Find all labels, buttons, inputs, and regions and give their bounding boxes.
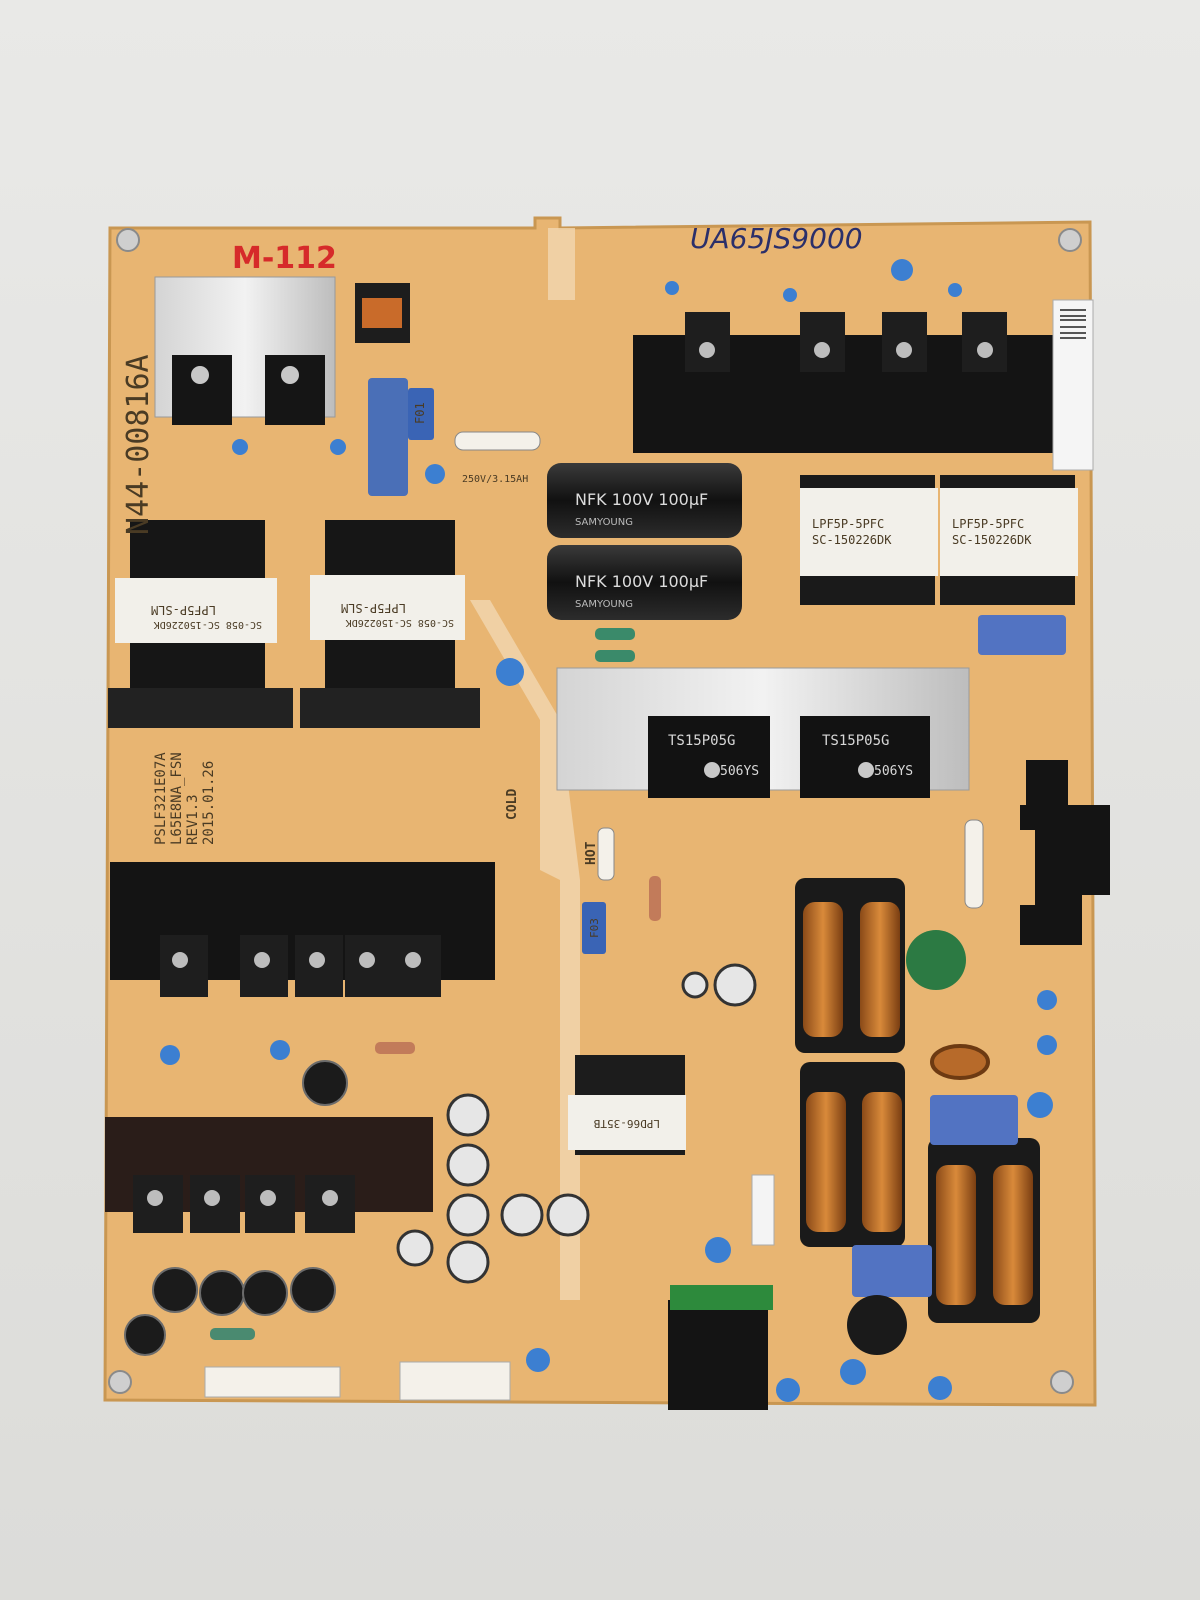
pfc-2-line1: LPF5P-5PFC <box>952 517 1024 531</box>
bridge-1-code: 506YS <box>720 764 759 779</box>
barcode <box>1060 309 1086 339</box>
connector-daughterboard <box>670 1285 773 1310</box>
x-capacitor-4 <box>852 1245 932 1297</box>
standby-transformer: LPD66-35TB <box>568 1055 686 1155</box>
pfc-1-line2: SC-150226DK <box>812 533 892 547</box>
capacitor-1-brand: SAMYOUNG <box>575 517 633 528</box>
common-mode-choke-1 <box>795 878 905 1053</box>
bridge-rectifier-1: TS15P05G 506YS <box>648 716 770 798</box>
common-mode-choke-3 <box>928 1138 1040 1323</box>
y-capacitors <box>160 259 1057 1402</box>
capacitor-2-brand: SAMYOUNG <box>575 599 633 610</box>
pfc-1-line1: LPF5P-5PFC <box>812 517 884 531</box>
handwritten-red-marking: M-112 <box>232 241 337 276</box>
capacitor-2-label: NFK 100V 100µF <box>575 572 708 591</box>
common-mode-choke-2 <box>800 1062 905 1247</box>
board-part-number: N44-00816A <box>121 354 156 535</box>
llc-2-line2: SC-058 SC-150226DK <box>346 617 454 628</box>
fuse-rating-label: 250V/3.15AH <box>462 474 528 485</box>
output-connector-3 <box>668 1300 768 1410</box>
varistor <box>906 930 966 990</box>
bridge-1-model: TS15P05G <box>668 733 735 749</box>
llc-1-line1: LPF5P-SLM <box>151 603 216 617</box>
standby-transformer-label: LPD66-35TB <box>593 1117 660 1130</box>
fuse-f03-holder <box>582 902 606 954</box>
fuse-f01-holder <box>408 388 434 440</box>
handwritten-model: UA65JS9000 <box>690 222 863 255</box>
llc-1-line2: SC-058 SC-150226DK <box>154 619 262 630</box>
svg-text:PSLF321E07A: PSLF321E07A <box>153 752 169 845</box>
ntc-thermistor <box>847 1295 907 1355</box>
output-connector-1 <box>204 1366 341 1398</box>
x-capacitor-3 <box>978 615 1066 655</box>
toroid-inductor <box>930 1044 990 1080</box>
ac-input-connector <box>1020 805 1110 945</box>
pfc-2-line2: SC-150226DK <box>952 533 1032 547</box>
svg-text:REV1.3: REV1.3 <box>185 794 201 845</box>
mosfets-top-right <box>685 312 1007 372</box>
zone-hot-label: HOT <box>584 841 599 865</box>
svg-text:2015.01.26: 2015.01.26 <box>201 761 217 845</box>
isolation-slot <box>470 600 580 1300</box>
bridge-rectifier-2: TS15P05G 506YS <box>800 716 930 798</box>
capacitor-1-label: NFK 100V 100µF <box>575 490 708 509</box>
copper-winding <box>362 298 402 328</box>
glass-fuse-3 <box>597 827 615 881</box>
fuse-f01-label: F01 <box>413 402 427 424</box>
llc-transformer-2: LPF5P-SLM SC-058 SC-150226DK <box>300 520 480 728</box>
bulk-capacitor-1: NFK 100V 100µF SAMYOUNG <box>547 463 742 538</box>
ac-connector-latch <box>1026 760 1068 805</box>
x-capacitor-2 <box>930 1095 1018 1145</box>
mosfets-left-middle <box>160 935 441 997</box>
mounting-holes <box>108 228 1082 1394</box>
pfc-transformer-2: LPF5P-5PFC SC-150226DK <box>940 475 1078 605</box>
fuse-f03-label: F03 <box>588 918 601 938</box>
bridge-2-model: TS15P05G <box>822 733 889 749</box>
zone-cold-label: COLD <box>505 789 520 820</box>
isolation-slot-upper <box>548 228 575 300</box>
bridge-2-code: 506YS <box>874 764 913 779</box>
mosfets-left-top <box>172 355 325 425</box>
board-id-block: PSLF321E07A L65E8NA_FSN REV1.3 2015.01.2… <box>153 752 217 845</box>
mosfets-left-bottom <box>133 1175 355 1233</box>
small-capacitors-center <box>396 963 757 1284</box>
x-capacitor <box>368 378 408 496</box>
pfc-transformer-1: LPF5P-5PFC SC-150226DK <box>800 475 938 605</box>
output-connector-2 <box>399 1361 511 1401</box>
glass-fuse <box>454 431 541 451</box>
llc-2-line1: LPF5P-SLM <box>341 601 406 615</box>
bulk-capacitor-2: NFK 100V 100µF SAMYOUNG <box>547 545 742 620</box>
barcode-sticker <box>1052 299 1094 471</box>
serial-sticker <box>751 1174 775 1246</box>
llc-transformer-1: LPF5P-SLM SC-058 SC-150226DK <box>108 520 293 728</box>
svg-text:L65E8NA_FSN: L65E8NA_FSN <box>169 752 185 845</box>
resistors <box>210 628 661 1340</box>
small-capacitors-bottom-left <box>124 1060 348 1356</box>
glass-fuse-2 <box>964 819 984 909</box>
